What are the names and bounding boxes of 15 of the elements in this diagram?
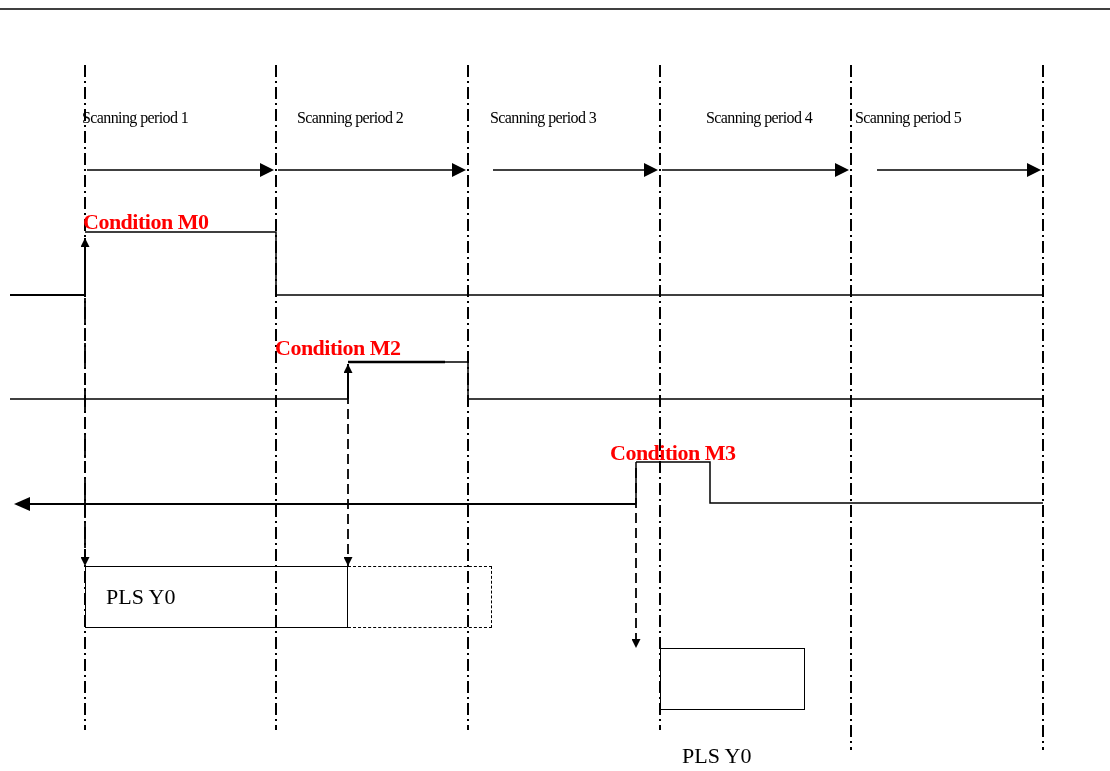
empty-box (348, 566, 492, 628)
instruction-caption: PLS Y0 (682, 742, 752, 770)
condition-label: Condition M3 (610, 438, 788, 468)
period-label: Scanning period 4 (706, 108, 813, 128)
period-label: Scanning period 5 (855, 108, 962, 128)
period-label: Scanning period 2 (297, 108, 404, 128)
dashed-arrow (631, 467, 641, 649)
instruction-text: PLS Y0 (106, 583, 176, 611)
dashed-arrow (80, 237, 90, 567)
period-label: Scanning period 1 (82, 108, 189, 128)
empty-box (660, 648, 805, 710)
dashed-arrow (343, 363, 353, 567)
instruction-box (85, 566, 348, 628)
period-label: Scanning period 3 (490, 108, 597, 128)
condition-label: Condition M0 (83, 207, 261, 237)
